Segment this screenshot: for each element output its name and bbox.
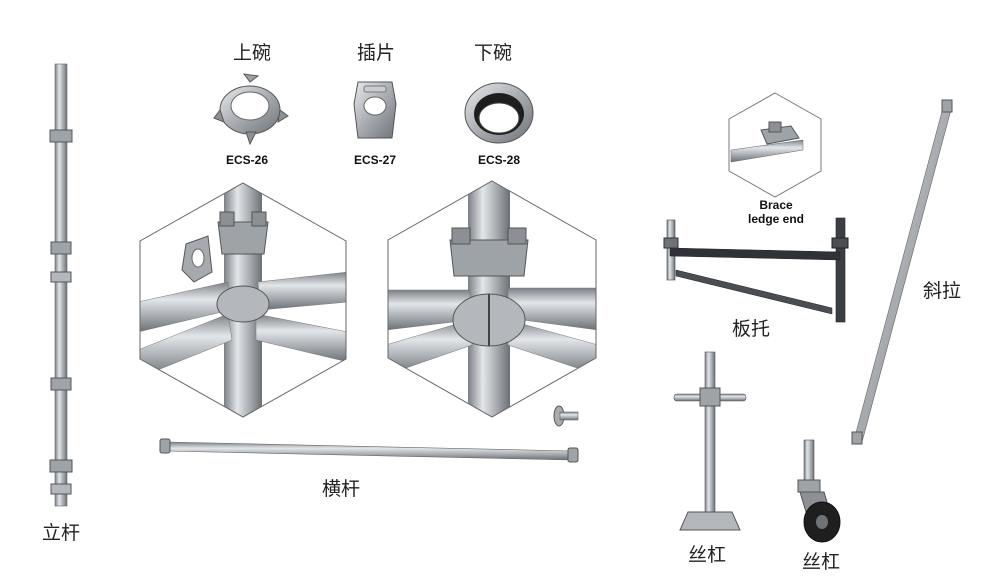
- brace-label-line2: ledge end: [747, 212, 804, 226]
- upper-cup-icon: [213, 73, 289, 146]
- screw-jack-wheel-image: [797, 439, 841, 543]
- screw-jack-wheel-label: 丝杠: [802, 551, 841, 573]
- joint-closeup-hexagon-left: [139, 182, 347, 418]
- small-pin-image: [553, 405, 579, 427]
- ledger-label: 横杆: [322, 478, 361, 500]
- bracket-label: 板托: [732, 318, 771, 340]
- diagonal-label: 斜拉: [923, 280, 962, 302]
- brace-ledge-end-hexagon: [728, 92, 822, 198]
- lower-cup-label: 下碗: [474, 42, 513, 64]
- brace-label-line1: Brace: [759, 198, 793, 212]
- lower-cup-icon: [464, 82, 534, 144]
- brace-ledge-end-label: Brace ledge end: [740, 198, 812, 226]
- standard-label: 立杆: [42, 522, 81, 544]
- ledger-pipe-image: [159, 438, 579, 463]
- code-ecs-26: ECS-26: [226, 153, 269, 167]
- ledger-blade-icon: [353, 81, 397, 139]
- standard-pipe-image: [49, 63, 73, 507]
- code-ecs-28: ECS-28: [478, 153, 521, 167]
- bracket-image: [663, 217, 849, 323]
- screw-jack-base-image: [673, 351, 747, 531]
- blade-label: 插片: [357, 42, 396, 64]
- joint-closeup-hexagon-right: [387, 180, 597, 418]
- upper-cup-label: 上碗: [233, 42, 272, 64]
- diagonal-brace-image: [851, 99, 953, 445]
- code-ecs-27: ECS-27: [354, 153, 397, 167]
- screw-jack-base-label: 丝杠: [688, 544, 727, 566]
